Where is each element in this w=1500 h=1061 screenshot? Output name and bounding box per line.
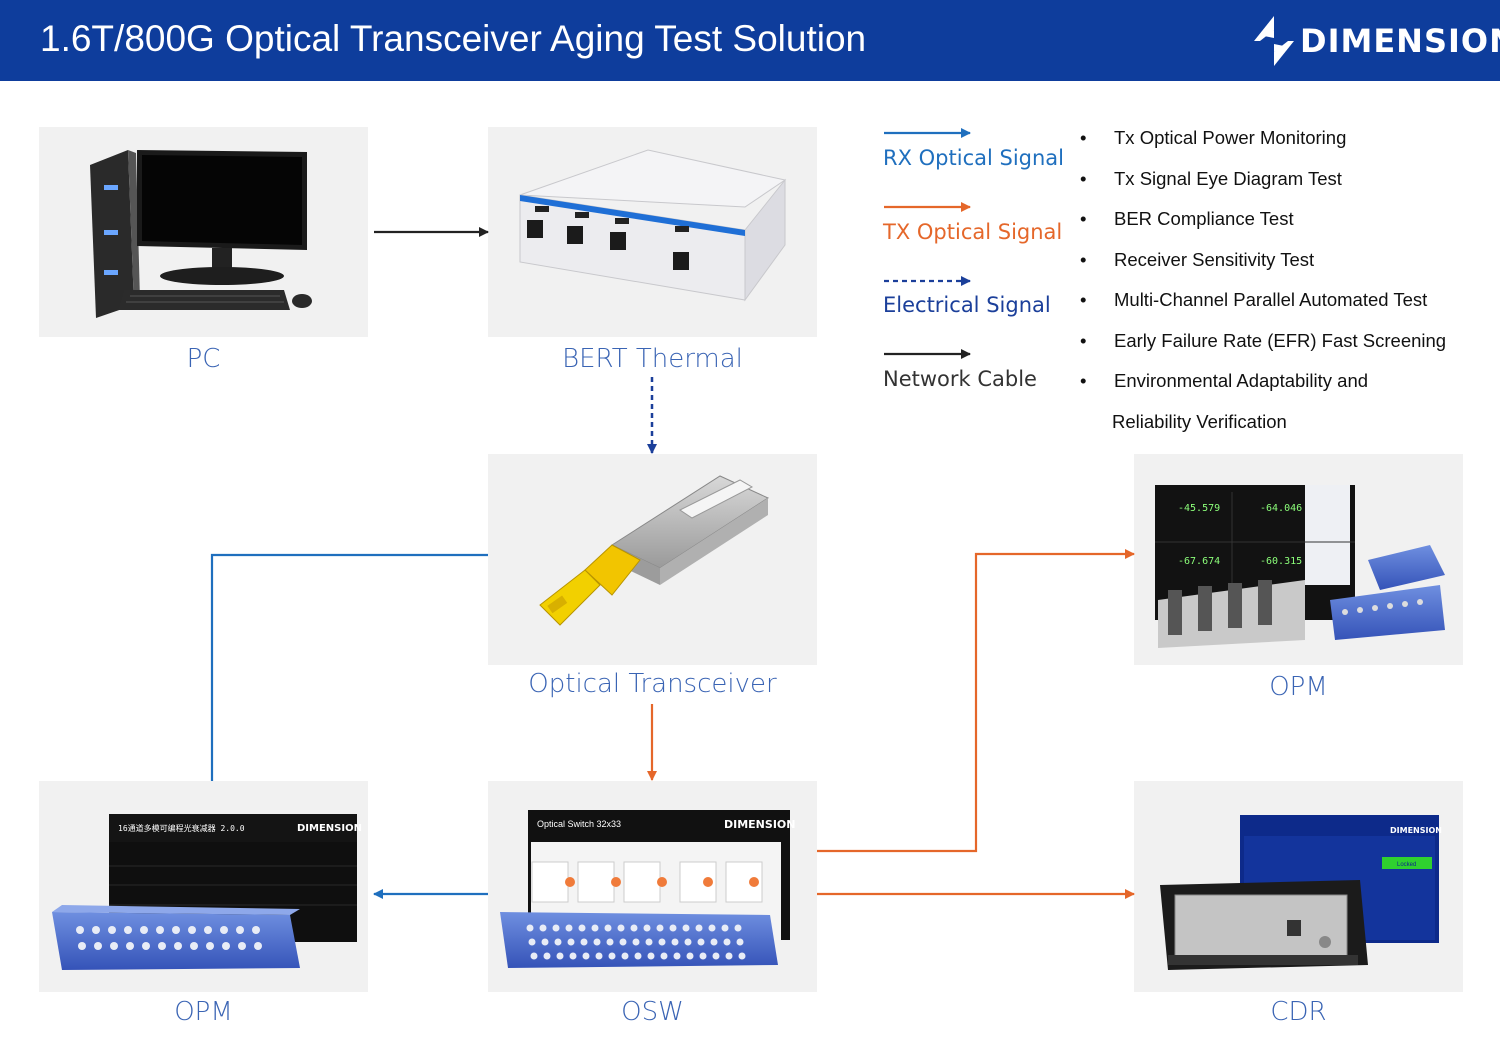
- bert-illustration: [519, 149, 787, 302]
- brand-logo: DIMENSION: [1254, 14, 1500, 68]
- opm-reading-3: -67.674: [1178, 556, 1220, 567]
- osw-screen-title: Optical Switch 32x33: [537, 819, 621, 829]
- header-bar: 1.6T/800G Optical Transceiver Aging Test…: [0, 0, 1500, 81]
- legend-rx-label: RX Optical Signal: [883, 146, 1065, 170]
- bert-label: BERT Thermal: [562, 344, 743, 374]
- transceiver-to-opm-rx-line: [210, 553, 488, 781]
- logo-text: DIMENSION: [1300, 22, 1500, 60]
- opm-right-label: OPM: [1269, 672, 1328, 702]
- transceiver-illustration: [539, 475, 770, 626]
- legend-lines: [884, 128, 971, 359]
- opm-left-illustration: [52, 814, 357, 970]
- cdr-screen-logo: DIMENSION: [1390, 826, 1442, 835]
- opm-right-illustration: [1155, 485, 1445, 648]
- dimension-logo-icon: [1254, 16, 1294, 66]
- opm-screen-title: 16通道多模可编程光衰减器 2.0.0: [118, 823, 245, 833]
- transceiver-label: Optical Transceiver: [528, 669, 777, 699]
- osw-label: OSW: [621, 997, 684, 1027]
- osw-illustration: [500, 810, 790, 968]
- pc-illustration: [90, 150, 312, 318]
- cdr-label: CDR: [1270, 997, 1327, 1027]
- pc-label: PC: [186, 344, 221, 374]
- opm-reading-1: -45.579: [1178, 503, 1220, 514]
- opm-screen-logo: DIMENSION: [297, 823, 362, 834]
- page-title: 1.6T/800G Optical Transceiver Aging Test…: [40, 18, 867, 59]
- opm-left-label: OPM: [174, 997, 233, 1027]
- cdr-illustration: [1160, 815, 1439, 970]
- cdr-locked-button: Locked: [1397, 862, 1416, 868]
- opm-reading-2: -64.046: [1260, 503, 1302, 514]
- opm-reading-4: -60.315: [1260, 556, 1302, 567]
- osw-screen-logo: DIMENSION: [724, 818, 795, 831]
- osw-to-opm-right-tx-arrow: [817, 549, 1135, 853]
- legend-network-label: Network Cable: [883, 367, 1037, 391]
- opm-ports: [76, 926, 262, 950]
- legend-electrical-label: Electrical Signal: [883, 293, 1051, 317]
- legend-tx-label: TX Optical Signal: [883, 220, 1063, 244]
